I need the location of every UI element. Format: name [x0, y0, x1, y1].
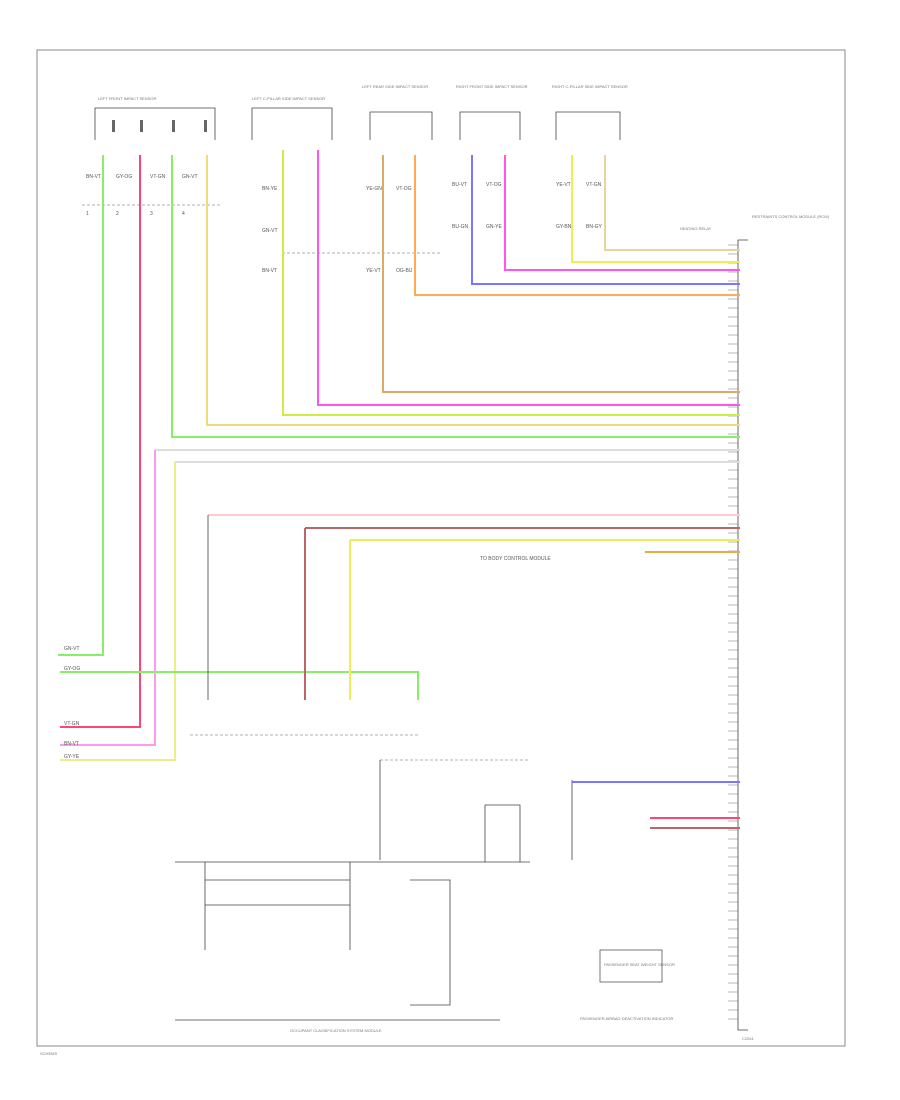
diagram-border [36, 49, 846, 1047]
svg-text:BN-VT: BN-VT [262, 268, 277, 274]
sensor-label-rear-side: LEFT REAR SIDE IMPACT SENSOR [362, 84, 428, 89]
svg-text:VT-OG: VT-OG [396, 186, 412, 192]
sensor-group-left-front: LEFT FRONT IMPACT SENSOR [94, 96, 216, 140]
svg-text:VT-OG: VT-OG [486, 182, 502, 188]
restraints-control-module: RESTRAINTS CONTROL MODULE (RCM) C2041 [737, 214, 830, 1041]
svg-text:BU-VT: BU-VT [452, 182, 467, 188]
svg-text:4: 4 [182, 211, 185, 217]
sensor-group-c-pillar: LEFT C-PILLAR SIDE IMPACT SENSOR [251, 96, 333, 140]
left-label-1: GN-VT [64, 646, 80, 652]
pad-indicator: PASSENGER SEAT WEIGHT SENSOR PASSENGER A… [580, 949, 675, 1021]
pin-labels-top: BN-VT GY-OG VT-GN GN-VT 1 2 3 4 BN-YE GN-VT B… [86, 174, 603, 274]
left-label-3: VT-GN [64, 721, 80, 727]
sensor-group-front-side: RIGHT FRONT SIDE IMPACT SENSOR [456, 84, 528, 140]
svg-text:GN-VT: GN-VT [182, 174, 198, 180]
sensor-group-rear-side: LEFT REAR SIDE IMPACT SENSOR [362, 84, 433, 140]
svg-text:GN-YE: GN-YE [486, 224, 503, 230]
svg-text:3: 3 [150, 211, 153, 217]
left-label-4: BN-VT [64, 741, 79, 747]
svg-text:2: 2 [116, 211, 119, 217]
sensor-label-right-c: RIGHT C-PILLAR SIDE IMPACT SENSOR [552, 84, 628, 89]
svg-text:1: 1 [86, 211, 89, 217]
sensor-label-front-side: RIGHT FRONT SIDE IMPACT SENSOR [456, 84, 528, 89]
sensor-label-left-front: LEFT FRONT IMPACT SENSOR [98, 96, 156, 101]
svg-text:GY-BN: GY-BN [556, 224, 572, 230]
sensor-group-right-c: RIGHT C-PILLAR SIDE IMPACT SENSOR [552, 84, 628, 140]
svg-text:YE-VT: YE-VT [556, 182, 571, 188]
svg-text:VT-GN: VT-GN [150, 174, 166, 180]
switch-label: OCCUPANT CLASSIFICATION SYSTEM MODULE [290, 1028, 382, 1033]
module-bottom-label: C2041 [742, 1036, 755, 1041]
mid-reference-text: TO BODY CONTROL MODULE [480, 556, 551, 562]
svg-text:BN-YE: BN-YE [262, 186, 278, 192]
svg-text:GN-VT: GN-VT [262, 228, 278, 234]
bottom-right-label: PASSENGER AIRBAG DEACTIVATION INDICATOR [580, 1016, 674, 1021]
svg-text:VT-GN: VT-GN [586, 182, 602, 188]
svg-text:GY-OG: GY-OG [116, 174, 132, 180]
svg-text:YE-VT: YE-VT [366, 268, 381, 274]
bottom-reference: SCHEMS [40, 1051, 57, 1056]
svg-text:BU-GN: BU-GN [452, 224, 469, 230]
left-terminal-labels: GN-VT GY-OG VT-GN BN-VT GY-YE [64, 646, 80, 760]
left-label-2: GY-OG [64, 666, 80, 672]
diagram-top-label: HEATING RELAY [680, 226, 712, 231]
module-label: RESTRAINTS CONTROL MODULE (RCM) [752, 214, 830, 219]
left-label-5: GY-YE [64, 754, 80, 760]
pad-indicator-label: PASSENGER SEAT WEIGHT SENSOR [604, 962, 675, 967]
svg-text:BN-GY: BN-GY [586, 224, 603, 230]
module-pins [728, 244, 738, 1020]
sensor-label-c-pillar: LEFT C-PILLAR SIDE IMPACT SENSOR [252, 96, 325, 101]
svg-text:OG-BU: OG-BU [396, 268, 413, 274]
svg-text:BN-VT: BN-VT [86, 174, 101, 180]
bottom-switch-area: OCCUPANT CLASSIFICATION SYSTEM MODULE [175, 734, 740, 1033]
svg-text:YE-GN: YE-GN [366, 186, 382, 192]
